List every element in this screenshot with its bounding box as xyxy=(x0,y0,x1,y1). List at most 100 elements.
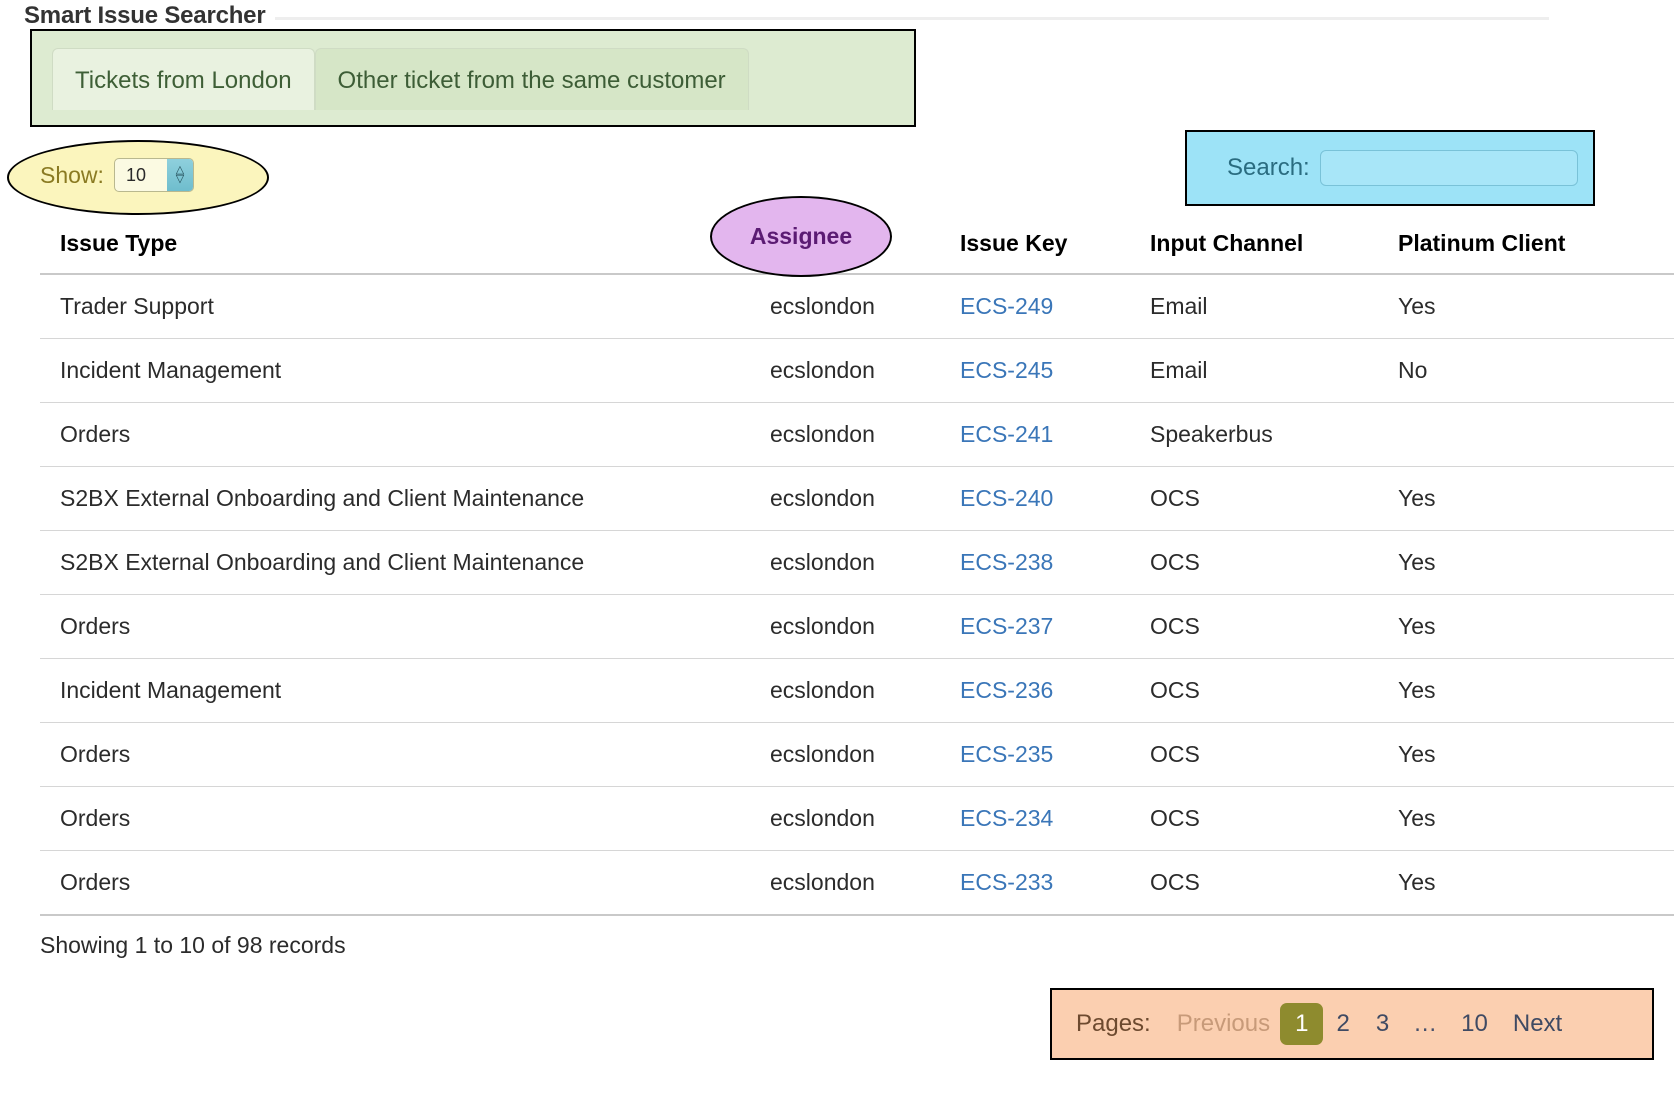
issue-key-link[interactable]: ECS-240 xyxy=(960,485,1054,511)
table-row[interactable]: Trader Support ecslondon ECS-249 Email Y… xyxy=(40,274,1674,339)
cell-assignee: ecslondon xyxy=(750,466,940,531)
cell-issue-key: ECS-238 xyxy=(940,530,1130,595)
issues-table-container: Issue Type Issue Key Input Channel Plati… xyxy=(40,218,1674,916)
cell-input-channel: OCS xyxy=(1130,530,1378,595)
issue-key-link[interactable]: ECS-238 xyxy=(960,549,1054,575)
issue-key-link[interactable]: ECS-249 xyxy=(960,293,1054,319)
chevron-updown-icon[interactable]: △ ▽ xyxy=(166,159,193,191)
pagination-page-2[interactable]: 2 xyxy=(1336,1010,1350,1037)
issue-key-link[interactable]: ECS-245 xyxy=(960,357,1054,383)
table-row[interactable]: Orders ecslondon ECS-241 Speakerbus xyxy=(40,402,1674,467)
legend-divider xyxy=(275,16,1549,20)
table-row[interactable]: S2BX External Onboarding and Client Main… xyxy=(40,466,1674,531)
cell-issue-type: Orders xyxy=(40,722,750,787)
cell-assignee: ecslondon xyxy=(750,402,940,467)
cell-issue-type: S2BX External Onboarding and Client Main… xyxy=(40,466,750,531)
table-info: Showing 1 to 10 of 98 records xyxy=(40,932,346,958)
cell-issue-type: Incident Management xyxy=(40,658,750,723)
cell-assignee: ecslondon xyxy=(750,338,940,403)
tab-list: Tickets from London Other ticket from th… xyxy=(52,48,749,110)
pagination-ellipsis[interactable]: … xyxy=(1413,1010,1438,1037)
issue-key-link[interactable]: ECS-235 xyxy=(960,741,1054,767)
tab-other-ticket-same-customer[interactable]: Other ticket from the same customer xyxy=(314,48,749,110)
cell-platinum-client: Yes xyxy=(1378,850,1674,916)
cell-platinum-client: Yes xyxy=(1378,594,1674,659)
cell-input-channel: OCS xyxy=(1130,658,1378,723)
cell-issue-key: ECS-241 xyxy=(940,402,1130,467)
search-input[interactable] xyxy=(1319,150,1578,186)
pagination-page-3[interactable]: 3 xyxy=(1375,1010,1390,1037)
table-row[interactable]: Orders ecslondon ECS-237 OCS Yes xyxy=(40,594,1674,659)
cell-assignee: ecslondon xyxy=(750,594,940,659)
pagination-page-1[interactable]: 1 xyxy=(1280,1003,1324,1045)
table-body: Trader Support ecslondon ECS-249 Email Y… xyxy=(40,274,1674,916)
issue-key-link[interactable]: ECS-234 xyxy=(960,805,1054,831)
page-length-value: 10 xyxy=(125,164,146,185)
issues-table: Issue Type Issue Key Input Channel Plati… xyxy=(40,218,1674,916)
cell-issue-key: ECS-234 xyxy=(940,786,1130,851)
cell-issue-type: Trader Support xyxy=(40,274,750,339)
cell-platinum-client: Yes xyxy=(1378,658,1674,723)
pagination-highlight-box: Pages: Previous 1 2 3 … 10 Next xyxy=(1050,988,1654,1060)
cell-issue-type: Orders xyxy=(40,402,750,467)
search-highlight-box: Search: xyxy=(1185,130,1595,206)
pagination-page-10[interactable]: 10 xyxy=(1461,1010,1488,1037)
table-row[interactable]: Orders ecslondon ECS-234 OCS Yes xyxy=(40,786,1674,851)
cell-input-channel: OCS xyxy=(1130,466,1378,531)
cell-issue-type: Orders xyxy=(40,850,750,916)
cell-assignee: ecslondon xyxy=(750,658,940,723)
issue-key-link[interactable]: ECS-241 xyxy=(960,421,1054,447)
column-header-platinum-client[interactable]: Platinum Client xyxy=(1378,218,1674,275)
cell-issue-type: S2BX External Onboarding and Client Main… xyxy=(40,530,750,595)
cell-issue-type: Orders xyxy=(40,786,750,851)
issue-key-link[interactable]: ECS-236 xyxy=(960,677,1054,703)
table-row[interactable]: Incident Management ecslondon ECS-245 Em… xyxy=(40,338,1674,403)
cell-input-channel: Email xyxy=(1130,338,1378,403)
cell-issue-key: ECS-233 xyxy=(940,850,1130,916)
panel-legend: Smart Issue Searcher xyxy=(0,2,1674,30)
tab-tickets-from-london[interactable]: Tickets from London xyxy=(52,48,315,110)
cell-platinum-client: Yes xyxy=(1378,722,1674,787)
cell-input-channel: OCS xyxy=(1130,850,1378,916)
show-label: Show: xyxy=(40,161,104,188)
cell-issue-key: ECS-236 xyxy=(940,658,1130,723)
cell-issue-key: ECS-240 xyxy=(940,466,1130,531)
column-header-issue-type[interactable]: Issue Type xyxy=(40,218,750,275)
cell-platinum-client: Yes xyxy=(1378,786,1674,851)
cell-platinum-client: No xyxy=(1378,338,1674,403)
cell-issue-key: ECS-249 xyxy=(940,274,1130,339)
assignee-header-label[interactable]: Assignee xyxy=(749,223,853,249)
cell-platinum-client: Yes xyxy=(1378,274,1674,339)
cell-input-channel: OCS xyxy=(1130,722,1378,787)
issue-key-link[interactable]: ECS-233 xyxy=(960,869,1054,895)
page-length-control: Show: 10 △ ▽ xyxy=(40,158,194,192)
cell-assignee: ecslondon xyxy=(750,786,940,851)
search-label: Search: xyxy=(1227,154,1310,181)
table-row[interactable]: Orders ecslondon ECS-235 OCS Yes xyxy=(40,722,1674,787)
column-header-input-channel[interactable]: Input Channel xyxy=(1130,218,1378,275)
cell-issue-key: ECS-245 xyxy=(940,338,1130,403)
cell-input-channel: Speakerbus xyxy=(1130,402,1378,467)
pagination-previous[interactable]: Previous xyxy=(1176,1010,1271,1037)
column-header-issue-key[interactable]: Issue Key xyxy=(940,218,1130,275)
table-row[interactable]: Orders ecslondon ECS-233 OCS Yes xyxy=(40,850,1674,916)
cell-input-channel: OCS xyxy=(1130,786,1378,851)
cell-issue-key: ECS-237 xyxy=(940,594,1130,659)
cell-assignee: ecslondon xyxy=(750,274,940,339)
pagination-next[interactable]: Next xyxy=(1512,1010,1563,1037)
cell-platinum-client: Yes xyxy=(1378,530,1674,595)
page-length-select[interactable]: 10 △ ▽ xyxy=(113,158,194,192)
table-row[interactable]: S2BX External Onboarding and Client Main… xyxy=(40,530,1674,595)
table-row[interactable]: Incident Management ecslondon ECS-236 OC… xyxy=(40,658,1674,723)
page-title: Smart Issue Searcher xyxy=(24,2,266,29)
cell-issue-type: Orders xyxy=(40,594,750,659)
tab-label: Other ticket from the same customer xyxy=(337,66,726,94)
cell-platinum-client xyxy=(1378,402,1674,467)
cell-issue-key: ECS-235 xyxy=(940,722,1130,787)
cell-assignee: ecslondon xyxy=(750,530,940,595)
cell-input-channel: OCS xyxy=(1130,594,1378,659)
pages-label: Pages: xyxy=(1076,1010,1151,1037)
tab-label: Tickets from London xyxy=(75,66,292,94)
cell-platinum-client: Yes xyxy=(1378,466,1674,531)
issue-key-link[interactable]: ECS-237 xyxy=(960,613,1054,639)
